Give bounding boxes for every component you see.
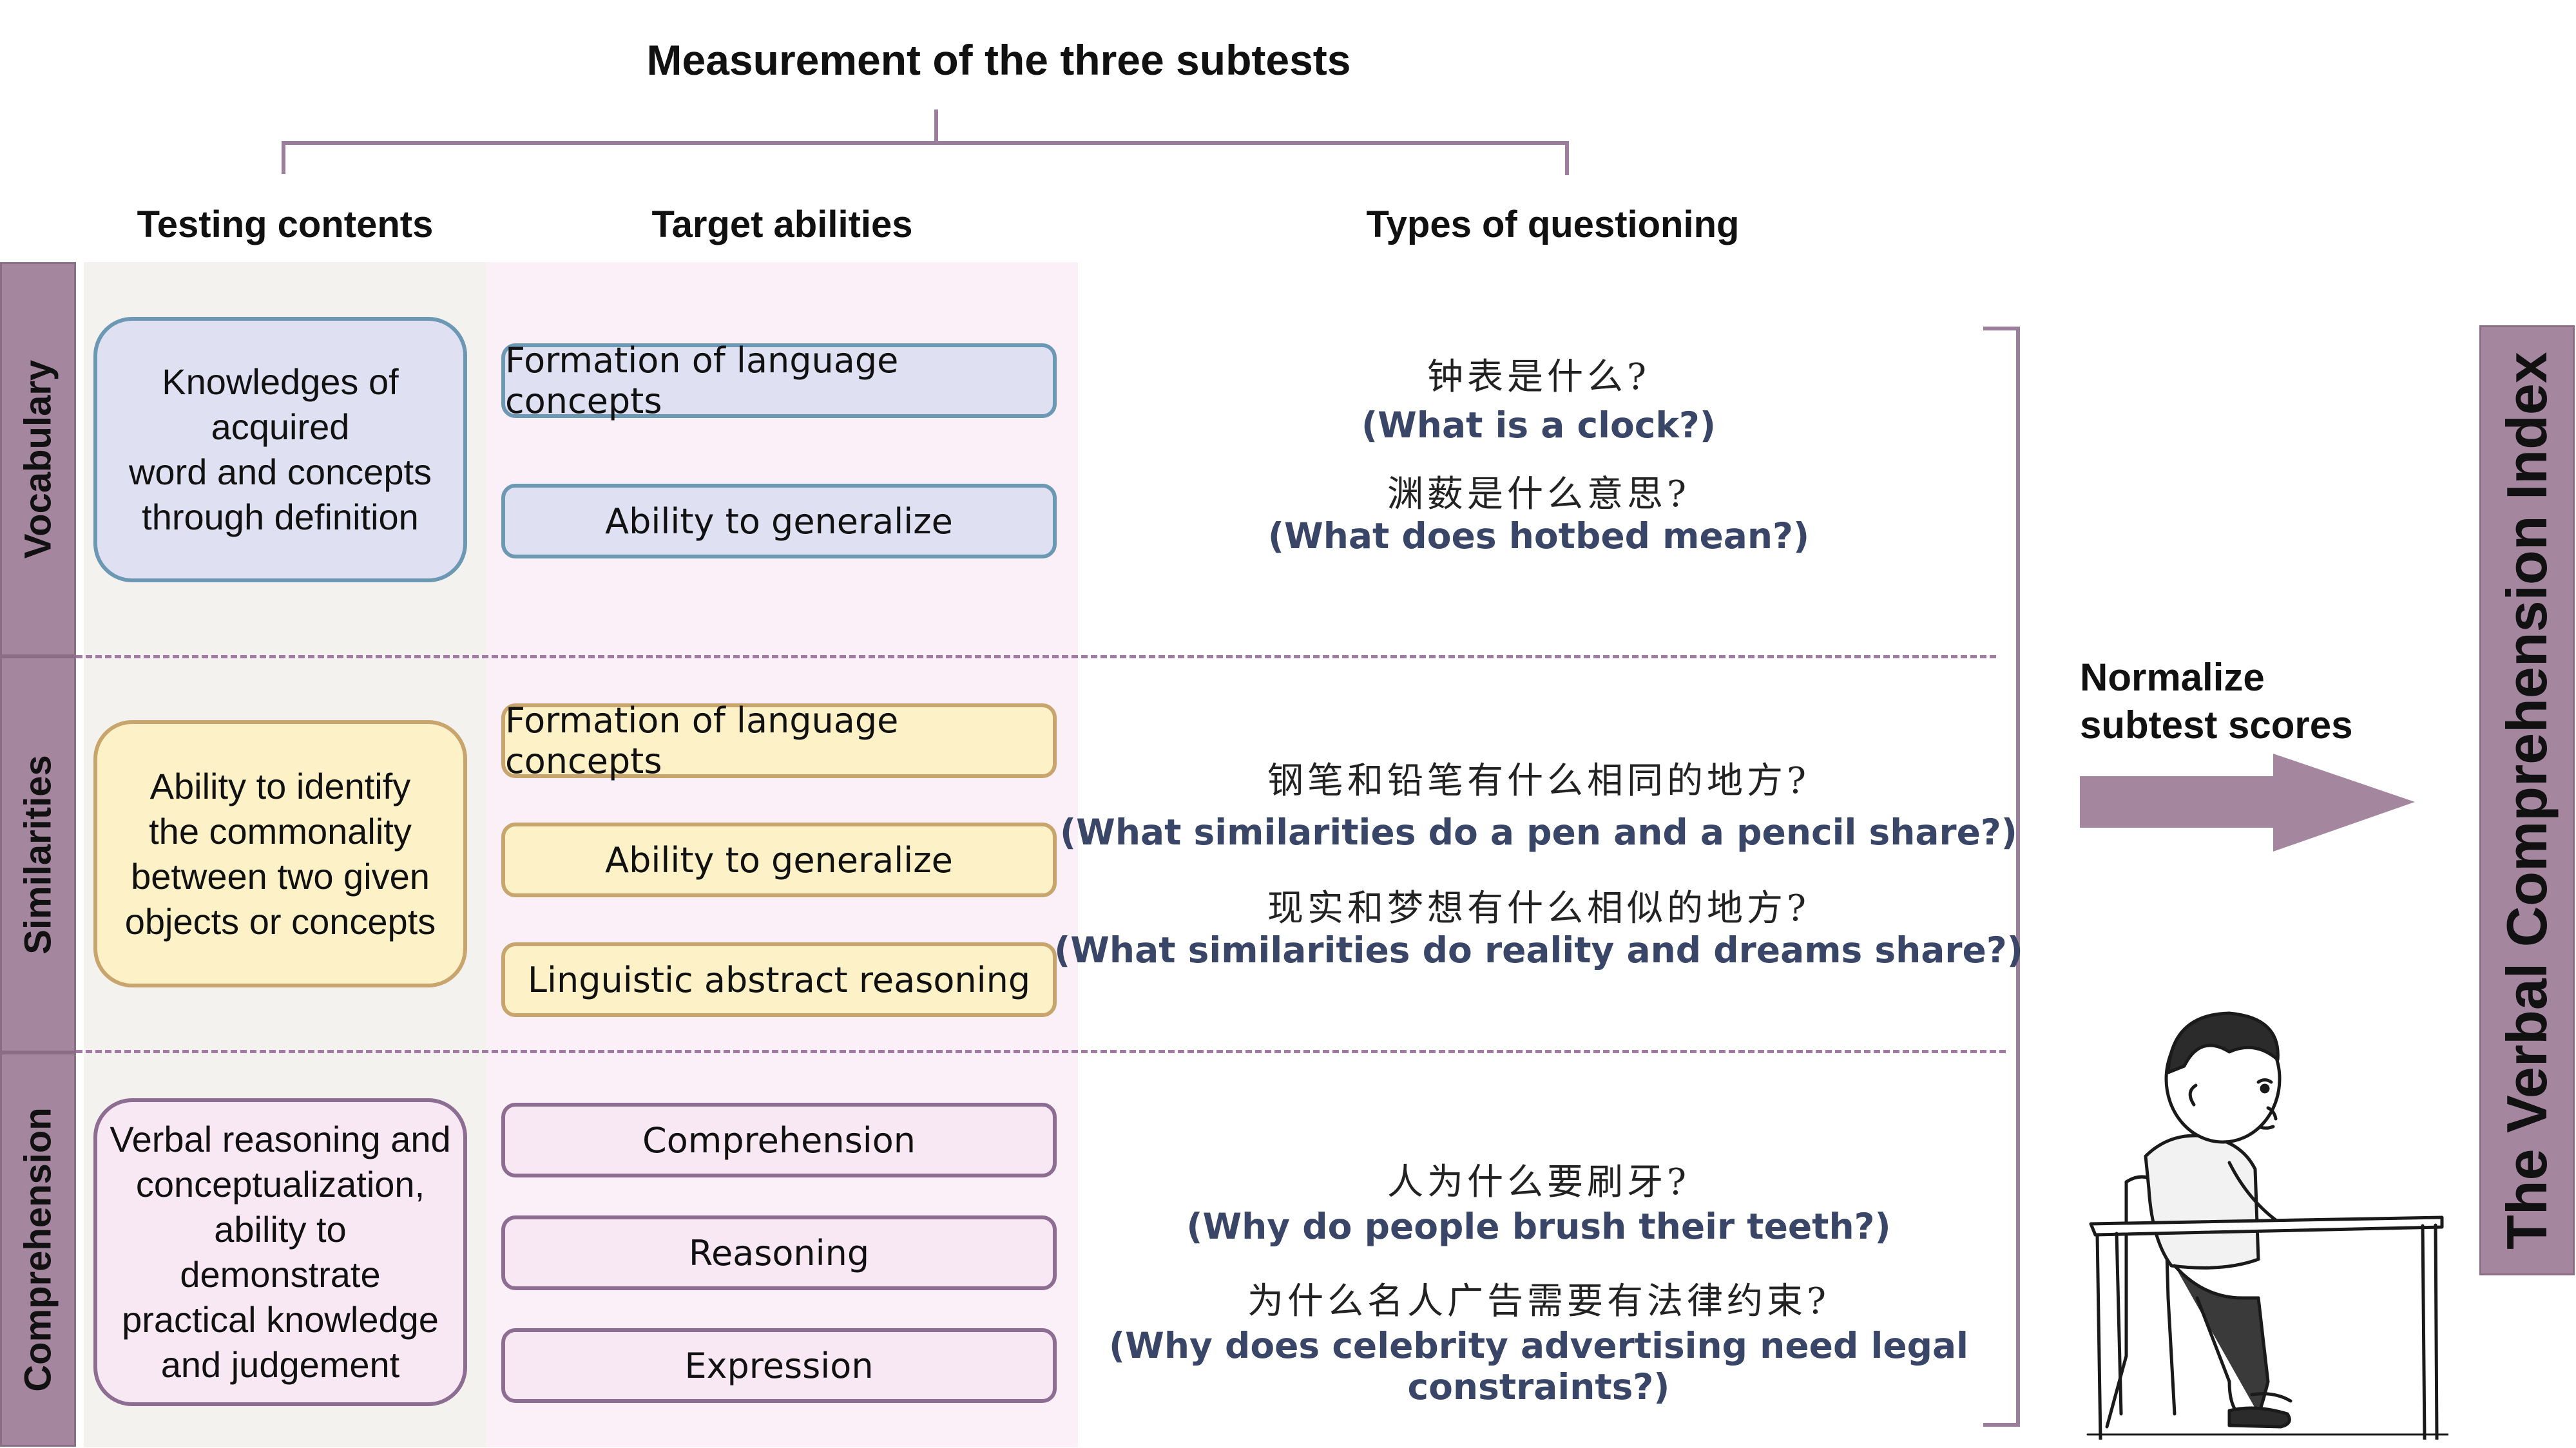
question-zh: 钟表是什么?	[1427, 356, 1651, 398]
question-zh: 钢笔和铅笔有什么相同的地方?	[1267, 760, 1811, 802]
question-en: (Why does celebrity advertising need leg…	[1109, 1325, 1968, 1407]
normalize-arrow	[2080, 754, 2415, 852]
question-en: (What similarities do a pen and a pencil…	[1060, 812, 2017, 853]
content-line: conceptualization,	[135, 1164, 425, 1205]
ability-box: Comprehension	[501, 1103, 1057, 1177]
question-zh: 渊薮是什么意思?	[1387, 473, 1691, 515]
row-label-vocabulary-text: Vocabulary	[17, 359, 59, 559]
content-line: practical knowledge	[122, 1299, 439, 1340]
content-line: objects or concepts	[124, 900, 436, 942]
header-bracket	[282, 141, 1569, 175]
normalize-label-line: subtest scores	[2080, 703, 2353, 747]
row-label-similarities: Similarities	[0, 656, 76, 1053]
content-line: between two given	[131, 855, 430, 897]
ability-box: Expression	[501, 1328, 1057, 1403]
question-en: (What does hotbed mean?)	[1267, 515, 1810, 557]
content-line: through definition	[142, 497, 419, 537]
diagram-title: Measurement of the three subtests	[646, 36, 1351, 84]
header-types-of-questioning: Types of questioning	[1366, 204, 1740, 245]
testing-content-vocabulary: Knowledges of acquired word and concepts…	[93, 317, 467, 582]
question-en: (What similarities do reality and dreams…	[1054, 929, 2023, 971]
row-label-vocabulary: Vocabulary	[0, 262, 76, 656]
row-label-comprehension-text: Comprehension	[17, 1107, 59, 1392]
testing-content-similarities: Ability to identify the commonality betw…	[93, 720, 467, 987]
normalize-label-line: Normalize	[2080, 656, 2265, 699]
header-target-abilities: Target abilities	[651, 204, 913, 245]
testing-content-comprehension: Verbal reasoning and conceptualization, …	[93, 1098, 467, 1406]
content-line: demonstrate	[180, 1254, 381, 1295]
ability-box: Formation of language concepts	[501, 340, 1057, 421]
ability-box: Ability to generalize	[501, 823, 1057, 897]
row-separator-2	[76, 1050, 2006, 1053]
subtests-bracket	[1983, 327, 2020, 1427]
ability-box: Ability to generalize	[501, 484, 1057, 558]
content-line: the commonality	[149, 810, 412, 852]
ability-box: Reasoning	[501, 1215, 1057, 1290]
question-zh: 为什么名人广告需要有法律约束?	[1247, 1281, 1831, 1322]
row-label-similarities-text: Similarities	[17, 754, 59, 955]
content-line: word and concepts	[128, 452, 432, 492]
verbal-comprehension-index-box: The Verbal Comprehension Index	[2479, 325, 2575, 1275]
question-zh: 现实和梦想有什么相似的地方?	[1267, 888, 1811, 929]
content-line: acquired	[211, 406, 350, 447]
child-at-desk-illustration	[2086, 1011, 2448, 1440]
ability-box: Formation of language concepts	[501, 700, 1057, 781]
content-line: ability to	[214, 1209, 347, 1250]
question-en: (Why do people brush their teeth?)	[1186, 1206, 1891, 1247]
content-line: Verbal reasoning and	[110, 1119, 451, 1159]
ability-box: Linguistic abstract reasoning	[501, 942, 1057, 1017]
header-testing-contents: Testing contents	[137, 204, 434, 245]
content-line: and judgement	[160, 1344, 400, 1385]
row-label-comprehension: Comprehension	[0, 1053, 76, 1447]
question-zh: 人为什么要刷牙?	[1387, 1161, 1691, 1203]
question-en: (What is a clock?)	[1361, 405, 1716, 446]
content-line: Knowledges of	[162, 361, 399, 402]
row-separator-1	[76, 655, 1996, 658]
content-line: Ability to identify	[149, 765, 411, 806]
verbal-comprehension-index-label: The Verbal Comprehension Index	[2495, 351, 2559, 1250]
normalize-label: Normalize subtest scores	[2080, 654, 2353, 749]
